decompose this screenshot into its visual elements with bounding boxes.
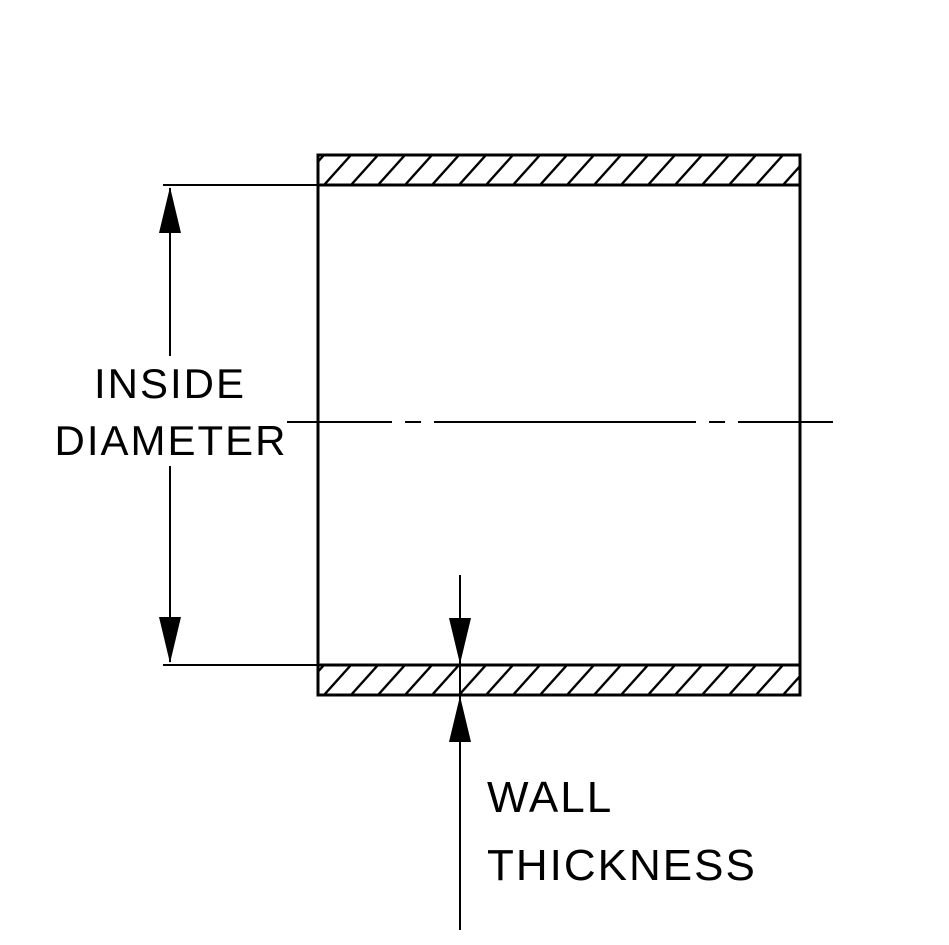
wall-thickness-arrow-down	[449, 618, 471, 664]
inside-diameter-label-line1: INSIDE	[94, 360, 246, 407]
bottom-wall-hatch	[319, 666, 799, 694]
inside-diameter-label-line2: DIAMETER	[54, 417, 287, 464]
wall-thickness-label-line2: THICKNESS	[487, 841, 757, 890]
top-wall-hatch	[319, 156, 799, 184]
tube-body-outline	[316, 153, 802, 697]
inside-diameter-arrow-down	[159, 617, 181, 663]
inside-diameter-arrow-up	[159, 187, 181, 233]
wall-thickness-arrow-up	[449, 696, 471, 742]
wall-thickness-label-line1: WALL	[487, 773, 613, 822]
